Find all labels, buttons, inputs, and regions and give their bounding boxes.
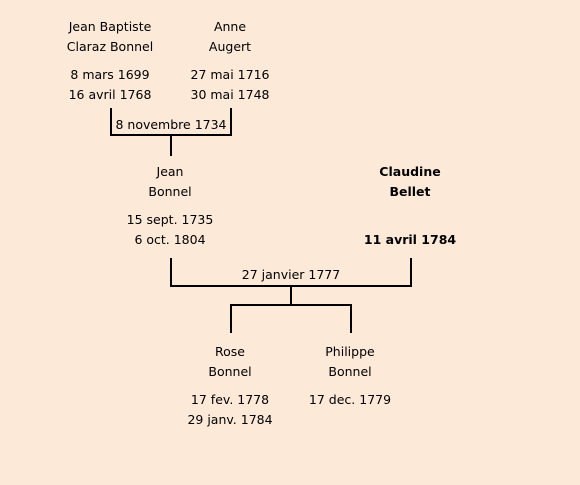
person-last-name: Bonnel: [208, 364, 252, 379]
person-first-name: Anne: [213, 19, 247, 34]
person-claudine: Claudine Bellet 11 avril 1784: [330, 162, 490, 250]
person-last-name: Bonnel: [328, 364, 372, 379]
person-death-date: 29 janv. 1784: [187, 412, 273, 427]
person-first-name: Jean: [156, 164, 184, 179]
person-birth-date: 17 dec. 1779: [308, 392, 392, 407]
person-last-name: Augert: [208, 39, 252, 54]
person-first-name: Rose: [215, 344, 245, 359]
connector-children-bar: [230, 304, 352, 333]
person-first-name: Claudine: [379, 164, 441, 179]
marriage-date-text: 27 janvier 1777: [241, 267, 341, 282]
marriage-date-1: 8 novembre 1734: [113, 117, 229, 133]
marriage-date-2: 27 janvier 1777: [233, 267, 349, 283]
person-jean-baptiste: Jean Baptiste Claraz Bonnel 8 mars 1699 …: [30, 17, 190, 105]
person-death-date: 16 avril 1768: [68, 87, 152, 102]
person-rose: Rose Bonnel 17 fev. 1778 29 janv. 1784: [150, 342, 310, 430]
person-last-name: Bellet: [389, 184, 431, 199]
person-last-name: Claraz Bonnel: [66, 39, 154, 54]
person-death-date: 11 avril 1784: [363, 232, 457, 247]
person-philippe: Philippe Bonnel 17 dec. 1779: [270, 342, 430, 410]
person-anne: Anne Augert 27 mai 1716 30 mai 1748: [150, 17, 310, 105]
person-birth-date: 27 mai 1716: [190, 67, 270, 82]
person-birth-date: [330, 210, 490, 230]
person-birth-date: 17 fev. 1778: [190, 392, 270, 407]
person-jean: Jean Bonnel 15 sept. 1735 6 oct. 1804: [90, 162, 250, 250]
person-death-date: 6 oct. 1804: [134, 232, 206, 247]
person-birth-date: 15 sept. 1735: [126, 212, 214, 227]
marriage-date-text: 8 novembre 1734: [115, 117, 227, 132]
person-first-name: Jean Baptiste: [68, 19, 152, 34]
person-death-date: 30 mai 1748: [190, 87, 270, 102]
person-last-name: Bonnel: [148, 184, 192, 199]
person-birth-date: 8 mars 1699: [70, 67, 150, 82]
person-first-name: Philippe: [325, 344, 375, 359]
